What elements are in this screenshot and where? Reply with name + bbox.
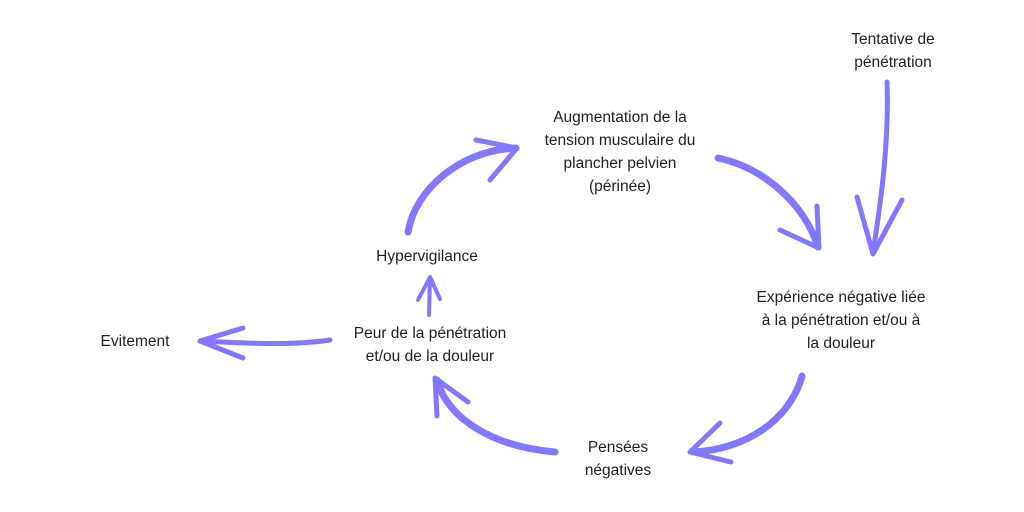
node-augmentation-line-4: (périnée) xyxy=(588,178,652,195)
node-evitement: Evitement xyxy=(80,330,190,353)
node-tentative-line-2: pénétration xyxy=(854,54,932,71)
node-hypervigilance: Hypervigilance xyxy=(357,245,497,268)
node-experience-line-2: à la pénétration et/ou à xyxy=(761,312,921,329)
arrow-augmentation-to-experience xyxy=(714,154,822,251)
node-augmentation-line-1: Augmentation de la xyxy=(553,109,687,126)
node-experience-line-1: Expérience négative liée xyxy=(756,289,926,306)
node-tentative: Tentative de pénétration xyxy=(818,28,968,74)
node-peur-line-2: et/ou de la douleur xyxy=(365,348,495,365)
arrow-hypervigilance-to-augmentation xyxy=(404,137,520,236)
node-tentative-line-1: Tentative de xyxy=(851,31,935,48)
node-augmentation: Augmentation de la tension musculaire du… xyxy=(520,106,720,198)
node-pensees: Pensées négatives xyxy=(563,436,673,482)
node-pensees-line-2: négatives xyxy=(584,462,652,479)
arrow-pensees-to-peur xyxy=(432,375,559,456)
node-peur-line-1: Peur de la pénétration xyxy=(353,325,507,342)
arrow-experience-to-pensees xyxy=(687,372,806,465)
node-augmentation-line-3: plancher pelvien xyxy=(563,155,677,172)
arrow-layer xyxy=(197,79,905,465)
arrow-tentative-to-experience xyxy=(854,79,905,257)
arrow-peur-to-evitement xyxy=(197,325,333,361)
node-augmentation-line-2: tension musculaire du xyxy=(544,132,696,149)
node-peur: Peur de la pénétration et/ou de la doule… xyxy=(330,322,530,368)
node-pensees-line-1: Pensées xyxy=(587,439,649,456)
node-experience: Expérience négative liée à la pénétratio… xyxy=(734,286,948,355)
node-experience-line-3: la douleur xyxy=(806,335,876,352)
arrow-peur-to-hypervigilance xyxy=(416,275,442,317)
node-hypervigilance-line-1: Hypervigilance xyxy=(376,248,478,265)
node-evitement-line-1: Evitement xyxy=(100,333,170,350)
